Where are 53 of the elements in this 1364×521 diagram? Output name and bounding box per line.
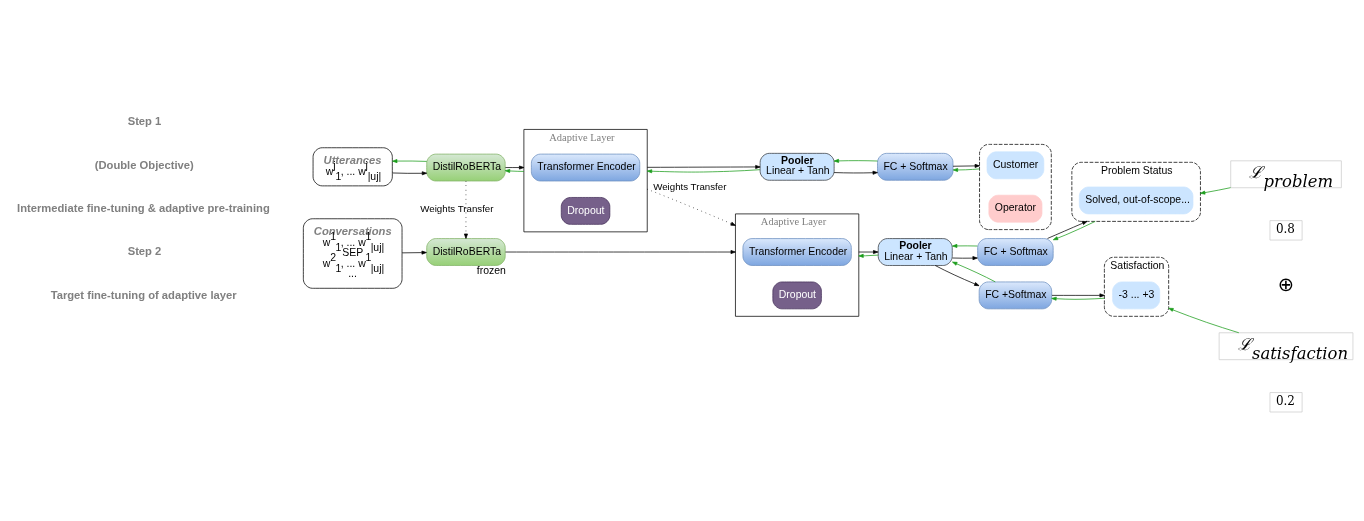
arrow (392, 158, 428, 163)
arrow (1200, 186, 1231, 195)
node-box: FC + Softmax (977, 237, 1054, 266)
node-box: Dropout (772, 281, 822, 309)
label: Target fine-tuning of adaptive layer (50, 288, 237, 301)
node-box: Dropout (560, 196, 611, 225)
arrow (504, 168, 525, 173)
arrow (934, 264, 980, 286)
node-box: Pooler Linear + Tanh (759, 152, 835, 181)
node-box: Customer (986, 150, 1045, 179)
arrow (505, 249, 736, 254)
edge-label: Weights Transfer (420, 202, 494, 214)
node-box: 0.8 (1269, 219, 1303, 240)
arrow (401, 250, 427, 255)
arrow (952, 243, 978, 248)
arrow (646, 164, 761, 169)
arrow (1051, 292, 1105, 297)
node-box: -3 ... +3 (1112, 281, 1161, 309)
arrow (464, 180, 468, 239)
node-text: ⊕ (1277, 272, 1295, 296)
arrow (1168, 307, 1240, 333)
node-box: FC +Softmax (978, 281, 1053, 309)
node-box: DistilRoBERTa (426, 237, 506, 266)
arrow (952, 167, 980, 172)
node-box: DistilRoBERTa (426, 153, 506, 181)
node-box: Solved, out-of-scope... (1078, 186, 1194, 214)
arrow (833, 158, 878, 163)
arrow (1052, 220, 1096, 240)
label: Intermediate fine-tuning & adaptive pre-training (17, 201, 270, 214)
node-box: Transformer Encoder (531, 153, 641, 181)
arrow (952, 163, 980, 168)
node-box: Pooler Linear + Tanh (877, 237, 953, 266)
arrow (1047, 220, 1088, 239)
arrow (833, 170, 878, 175)
node-box: FC + Softmax (877, 152, 954, 181)
arrow (505, 165, 525, 169)
arrow (952, 261, 996, 282)
arrow (1051, 296, 1105, 301)
label: (Double Objective) (94, 158, 194, 171)
cluster (979, 143, 1052, 230)
node-label: frozen (476, 264, 506, 276)
arrow (392, 170, 428, 175)
arrow (858, 253, 879, 258)
label: Step 2 (127, 244, 162, 257)
node-box: Transformer Encoder (742, 237, 852, 266)
label: Step 1 (127, 114, 162, 127)
arrow (952, 255, 978, 260)
edge-label: Weights Transfer (653, 180, 727, 192)
node-box: 0.2 (1269, 391, 1303, 412)
arrow (858, 249, 879, 254)
node-box: Operator (988, 194, 1043, 222)
arrow (646, 168, 761, 173)
arrow (646, 188, 736, 226)
